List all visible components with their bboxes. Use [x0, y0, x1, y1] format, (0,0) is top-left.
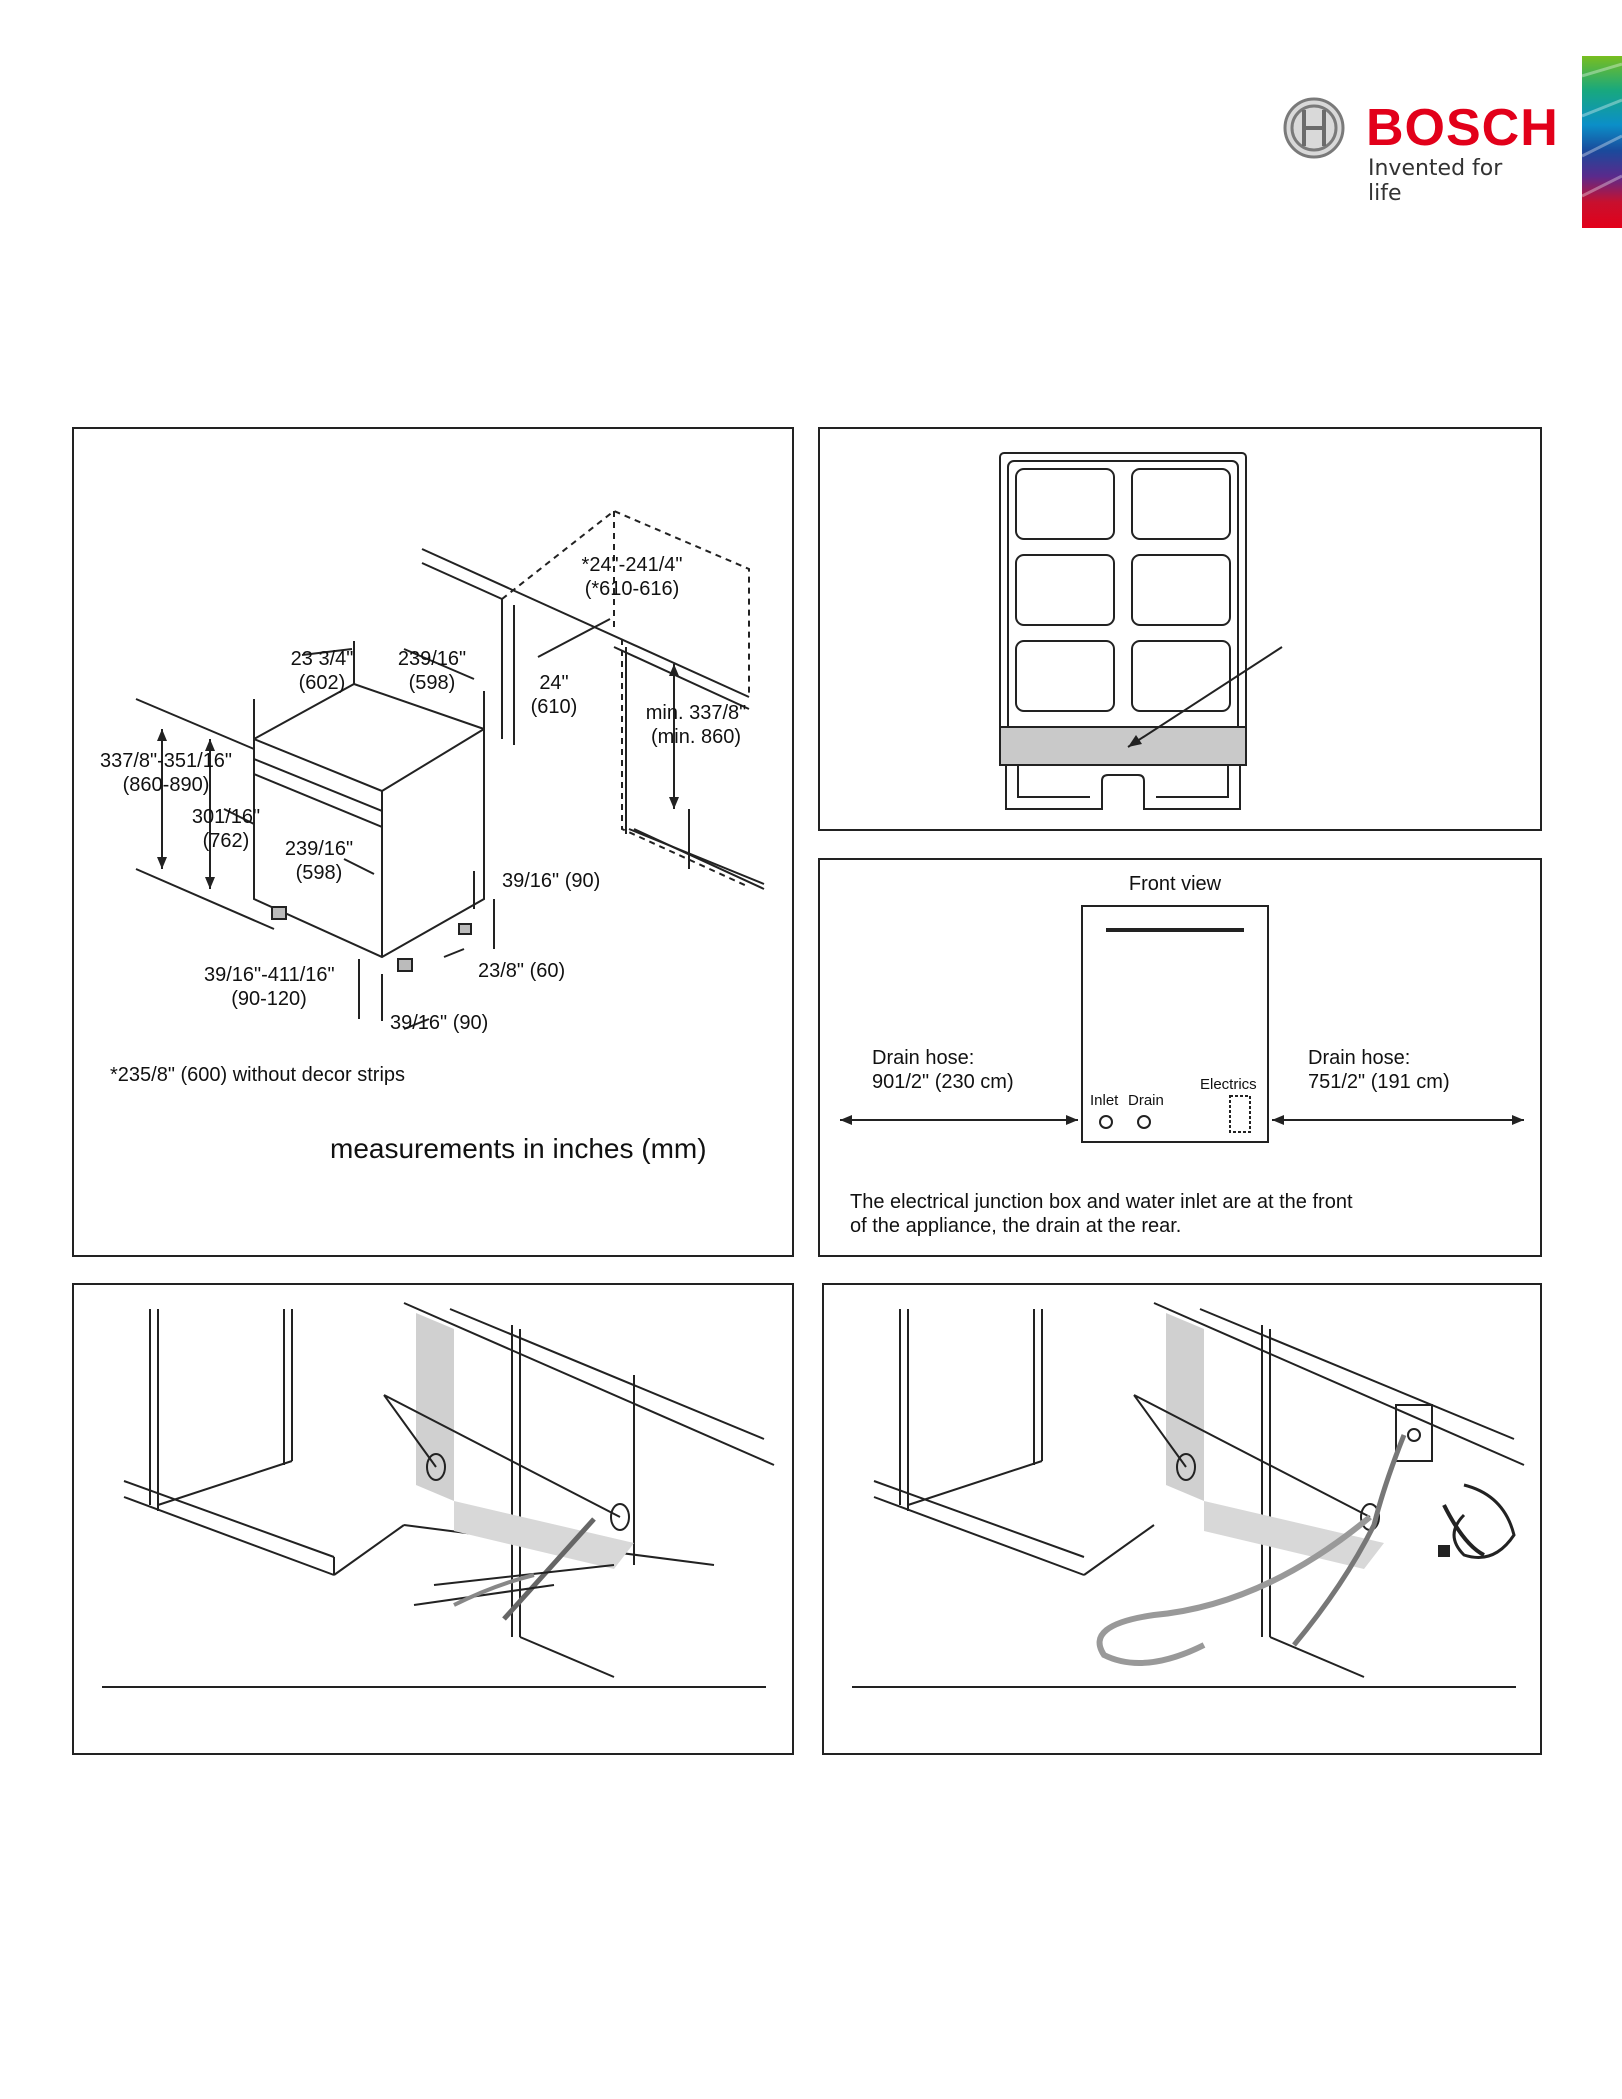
niche-holes-panel — [72, 1283, 794, 1755]
appliance-front-drawing — [999, 452, 1283, 810]
width-top-in: 23 3/4" — [290, 648, 354, 670]
left-hose-label: Drain hose: 901/2" (230 cm) — [872, 1046, 1014, 1094]
niche-depth-mm: (610) — [530, 696, 578, 718]
right-hose-title: Drain hose: — [1308, 1047, 1411, 1069]
body-height-label: 301/16" (762) — [186, 805, 266, 853]
niche-connections-drawing — [852, 1302, 1525, 1688]
depth-top-label: 239/16" (598) — [382, 647, 482, 695]
width-top-mm: (602) — [298, 672, 346, 694]
right-hose-value: 751/2" (191 cm) — [1308, 1071, 1450, 1093]
height-in: 337/8"-351/16" — [99, 750, 233, 772]
niche-depth-in: 24" — [539, 672, 569, 694]
door-width-label: 239/16" (598) — [274, 837, 364, 885]
plinth-range-in: 39/16"-411/16" — [204, 964, 335, 986]
dimensions-drawing — [135, 509, 765, 1030]
junction-note: The electrical junction box and water in… — [850, 1190, 1353, 1238]
brand-name: BOSCH — [1366, 99, 1559, 157]
niche-width-mm: (*610-616) — [584, 578, 680, 600]
body-height-in: 301/16" — [191, 806, 261, 828]
plinth-depth-label: 39/16" (90) — [390, 1012, 489, 1034]
junction-note-line2: of the appliance, the drain at the rear. — [850, 1215, 1182, 1237]
left-hose-title: Drain hose: — [872, 1047, 975, 1069]
front-view-title: Front view — [1128, 873, 1222, 895]
right-hose-label: Drain hose: 751/2" (191 cm) — [1308, 1046, 1450, 1094]
niche-width-in: *24"-241/4" — [581, 554, 683, 576]
inlet-label: Inlet — [1090, 1092, 1119, 1109]
appliance-front-panel — [818, 427, 1542, 831]
drain-label: Drain — [1128, 1092, 1164, 1109]
foot-height-label: 23/8" (60) — [478, 960, 566, 982]
niche-height-label: min. 337/8" (min. 860) — [636, 701, 756, 749]
width-top-label: 23 3/4" (602) — [272, 647, 372, 695]
brand-tagline: Invented for life — [1368, 156, 1503, 206]
niche-holes-drawing — [102, 1302, 775, 1688]
electrics-label: Electrics — [1200, 1076, 1257, 1093]
height-label: 337/8"-351/16" (860-890) — [96, 749, 236, 797]
footnote: *235/8" (600) without decor strips — [110, 1064, 406, 1086]
height-mm: (860-890) — [122, 774, 210, 796]
left-hose-value: 901/2" (230 cm) — [872, 1071, 1014, 1093]
brand-color-strip — [1582, 56, 1622, 228]
recess-height-label: 39/16" (90) — [502, 870, 601, 892]
depth-top-in: 239/16" — [397, 648, 467, 670]
dimensions-panel: 23 3/4" (602) 239/16" (598) *24"-241/4" … — [72, 427, 794, 1257]
front-view-drawing — [840, 905, 1524, 1143]
units-note: measurements in inches (mm) — [330, 1133, 707, 1164]
plinth-range-mm: (90-120) — [231, 988, 307, 1010]
niche-depth-label: 24" (610) — [514, 671, 594, 719]
niche-height-mm: (min. 860) — [650, 726, 742, 748]
door-width-mm: (598) — [295, 862, 343, 884]
depth-top-mm: (598) — [408, 672, 456, 694]
junction-note-line1: The electrical junction box and water in… — [850, 1191, 1353, 1213]
bosch-armature-icon — [1283, 97, 1345, 159]
plinth-range-label: 39/16"-411/16" (90-120) — [204, 963, 335, 1011]
niche-connections-panel — [822, 1283, 1542, 1755]
door-width-in: 239/16" — [284, 838, 354, 860]
niche-width-label: *24"-241/4" (*610-616) — [562, 553, 702, 601]
body-height-mm: (762) — [202, 830, 250, 852]
brand-logo: BOSCH Invented for life — [1282, 96, 1558, 206]
front-view-panel: Front view Drain hose: 901/2" (230 cm) D… — [818, 858, 1542, 1257]
niche-height-in: min. 337/8" — [645, 702, 747, 724]
